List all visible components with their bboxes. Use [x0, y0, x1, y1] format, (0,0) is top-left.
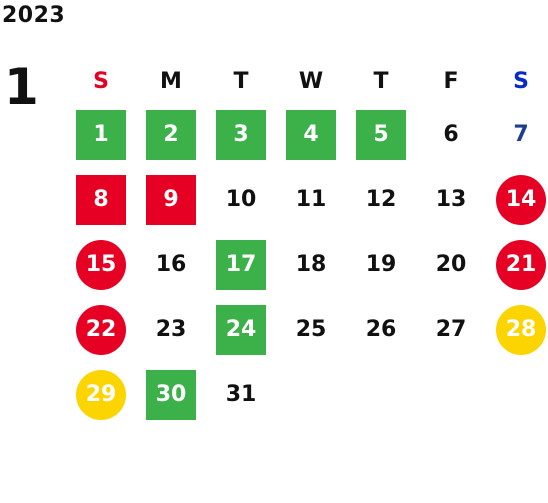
day-cell-4[interactable]: 4 — [276, 102, 346, 167]
green-day-badge: 3 — [216, 109, 266, 160]
weekday-header-6: S — [513, 68, 529, 94]
day-number: 12 — [365, 187, 397, 212]
day-cell-2[interactable]: 2 — [136, 102, 206, 167]
day-cell-3[interactable]: 3 — [206, 102, 276, 167]
day-cell-7[interactable]: 7 — [486, 102, 548, 167]
day-cell-19[interactable]: 19 — [346, 232, 416, 297]
day-cell-25[interactable]: 25 — [276, 297, 346, 362]
day-number: 26 — [365, 317, 397, 342]
day-cell-26[interactable]: 26 — [346, 297, 416, 362]
yellow-day-circle: 28 — [496, 304, 546, 355]
day-cell-18[interactable]: 18 — [276, 232, 346, 297]
day-cell-30[interactable]: 30 — [136, 362, 206, 427]
red-day-circle: 22 — [76, 304, 126, 355]
day-cell-5[interactable]: 5 — [346, 102, 416, 167]
red-day-circle: 14 — [496, 174, 546, 225]
day-number: 18 — [295, 252, 327, 277]
day-cell-15[interactable]: 15 — [66, 232, 136, 297]
day-cell-17[interactable]: 17 — [206, 232, 276, 297]
green-day-badge: 17 — [216, 239, 266, 290]
day-cell-13[interactable]: 13 — [416, 167, 486, 232]
day-number: 31 — [225, 382, 257, 407]
day-cell-27[interactable]: 27 — [416, 297, 486, 362]
day-cell-10[interactable]: 10 — [206, 167, 276, 232]
green-day-badge: 5 — [356, 109, 406, 160]
day-cell-29[interactable]: 29 — [66, 362, 136, 427]
day-number: 13 — [435, 187, 467, 212]
day-number: 11 — [295, 187, 327, 212]
weekday-header-5: F — [443, 68, 459, 94]
red-day-circle: 21 — [496, 239, 546, 290]
weekday-header-3: W — [298, 68, 324, 94]
red-day-badge: 9 — [146, 174, 196, 225]
weekday-header-0: S — [93, 68, 109, 94]
day-cell-22[interactable]: 22 — [66, 297, 136, 362]
red-day-badge: 8 — [76, 174, 126, 225]
year-label: 2023 — [2, 3, 66, 28]
green-day-badge: 24 — [216, 304, 266, 355]
day-cell-24[interactable]: 24 — [206, 297, 276, 362]
day-cell-28[interactable]: 28 — [486, 297, 548, 362]
green-day-badge: 30 — [146, 369, 196, 420]
day-cell-16[interactable]: 16 — [136, 232, 206, 297]
day-cell-23[interactable]: 23 — [136, 297, 206, 362]
day-number: 7 — [513, 122, 529, 147]
day-number: 10 — [225, 187, 257, 212]
green-day-badge: 4 — [286, 109, 336, 160]
day-cell-31[interactable]: 31 — [206, 362, 276, 427]
day-number: 23 — [155, 317, 187, 342]
month-number: 1 — [4, 58, 39, 116]
day-number: 19 — [365, 252, 397, 277]
red-day-circle: 15 — [76, 239, 126, 290]
weekday-header-2: T — [233, 68, 249, 94]
green-day-badge: 2 — [146, 109, 196, 160]
weekday-header-4: T — [373, 68, 389, 94]
day-number: 25 — [295, 317, 327, 342]
day-cell-8[interactable]: 8 — [66, 167, 136, 232]
day-cell-9[interactable]: 9 — [136, 167, 206, 232]
day-cell-6[interactable]: 6 — [416, 102, 486, 167]
day-cell-12[interactable]: 12 — [346, 167, 416, 232]
day-cell-11[interactable]: 11 — [276, 167, 346, 232]
day-number: 16 — [155, 252, 187, 277]
day-cell-14[interactable]: 14 — [486, 167, 548, 232]
day-cell-1[interactable]: 1 — [66, 102, 136, 167]
day-cell-20[interactable]: 20 — [416, 232, 486, 297]
green-day-badge: 1 — [76, 109, 126, 160]
weekday-header-1: M — [160, 68, 182, 94]
day-number: 20 — [435, 252, 467, 277]
day-number: 27 — [435, 317, 467, 342]
day-cell-21[interactable]: 21 — [486, 232, 548, 297]
day-number: 6 — [443, 122, 459, 147]
yellow-day-circle: 29 — [76, 369, 126, 420]
